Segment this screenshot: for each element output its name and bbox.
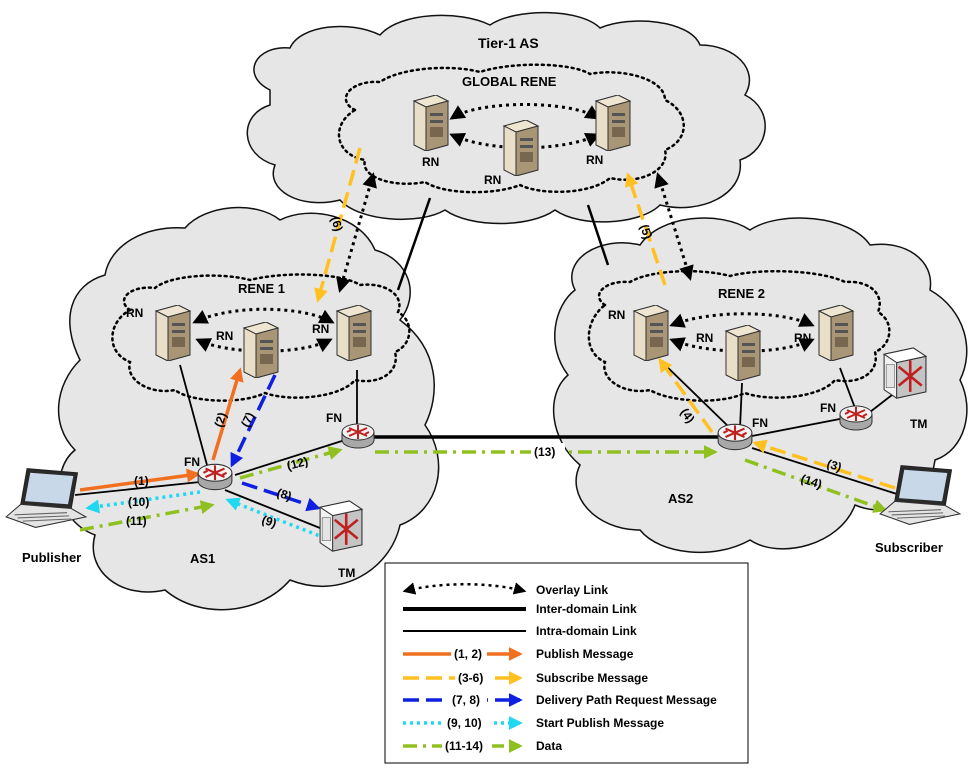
delivery-msg-8: [241, 481, 321, 512]
fn-label: FN: [752, 416, 768, 430]
rn-label: RN: [608, 308, 625, 322]
global-rene-overlay: [337, 63, 685, 194]
tm-box-icon: [318, 499, 364, 552]
intra-link-fn3-rn2: [739, 382, 743, 429]
step-9-label: (9): [260, 513, 278, 531]
fn-router-icon: [717, 423, 753, 451]
as2-cloud: [552, 217, 968, 554]
intra-link-fn1-tm: [224, 489, 331, 533]
intra-link-fn3-fn4: [751, 417, 846, 437]
step-1-label: (1): [134, 474, 149, 488]
legend-data-label: Data: [536, 739, 562, 753]
subscribe-msg-4: [658, 357, 714, 434]
rn-label: RN: [216, 329, 233, 343]
rn-label: RN: [312, 322, 329, 336]
subscribe-msg-5: [624, 172, 667, 286]
data-11: [79, 500, 215, 532]
tier1-as2-link: [586, 204, 610, 266]
start-publish-msg-10: [85, 490, 201, 514]
publisher-label: Publisher: [22, 550, 81, 565]
fn-router-icon: [341, 423, 375, 449]
rn-label: RN: [586, 153, 603, 167]
legend-overlay-swatch: [402, 582, 527, 595]
rn-label: RN: [126, 306, 143, 320]
global-rene-label: GLOBAL RENE: [462, 74, 557, 89]
rn-label: RN: [484, 173, 501, 187]
as1-label: AS1: [190, 551, 215, 566]
step-11-label: (11): [126, 514, 147, 528]
tm-label: TM: [910, 417, 927, 431]
step-14-label: (14): [799, 472, 824, 492]
rn-server-icon: [155, 305, 191, 361]
rn-label: RN: [422, 155, 439, 169]
fn-label: FN: [820, 401, 836, 415]
tier1-as1-link: [396, 197, 432, 291]
rene2-label: RENE 2: [718, 286, 765, 301]
rn-server-icon: [818, 305, 854, 361]
step-8-label: (8): [275, 486, 293, 504]
step-10-label: (10): [128, 495, 149, 509]
legend-intra-label: Intra-domain Link: [536, 624, 637, 638]
rene1-overlay: [111, 273, 411, 402]
intra-link-fn4-rn: [839, 367, 856, 409]
step-12-label: (12): [285, 454, 309, 473]
subscribe-msg-3: [752, 439, 896, 490]
legend-publish-label: Publish Message: [536, 647, 634, 661]
step-4-label: (4): [678, 406, 698, 426]
tm-box-icon: [882, 346, 928, 399]
subscribe-msg-6: [314, 147, 362, 303]
intra-link-fn1-fn2: [234, 439, 346, 476]
step-7-label: (7): [238, 410, 257, 429]
legend-start-num: (9, 10): [447, 716, 482, 730]
intra-link-fn4-tm: [869, 394, 893, 413]
legend-delivery-label: Delivery Path Request Message: [536, 693, 717, 707]
intra-link-fn1-rn: [179, 364, 208, 466]
rn-server-icon: [413, 95, 449, 151]
rn-server-icon: [725, 325, 761, 381]
tier1-label: Tier-1 AS: [478, 35, 539, 51]
legend-subscribe-num: (3-6): [458, 671, 483, 685]
fn-label: FN: [326, 411, 342, 425]
legend-data-num: (11-14): [445, 739, 483, 753]
step-3-label: (3): [825, 457, 843, 475]
rn-server-icon: [243, 322, 279, 378]
step-5-label: (5): [637, 223, 655, 241]
legend-overlay-label: Overlay Link: [536, 583, 608, 597]
rn-label: RN: [794, 331, 811, 345]
rene1-label: RENE 1: [238, 281, 285, 296]
fn-router-icon: [839, 405, 873, 431]
rene2-overlay: [587, 269, 891, 402]
legend-publish-num: (1, 2): [454, 647, 482, 661]
legend-delivery-num: (7, 8): [452, 693, 480, 707]
publish-msg-1: [79, 468, 201, 492]
intra-link-publisher: [74, 481, 201, 496]
delivery-msg-7: [230, 374, 277, 468]
legend-start-label: Start Publish Message: [536, 716, 664, 730]
rn-server-icon: [633, 305, 669, 361]
legend: Overlay Link Inter-domain Link Intra-dom…: [384, 562, 749, 764]
rn-server-icon: [595, 95, 631, 151]
intra-link-subscriber: [751, 447, 901, 496]
rn-server-icon: [503, 120, 539, 176]
overlay-links: [192, 103, 815, 353]
data-12: [239, 446, 343, 480]
legend-inter-label: Inter-domain Link: [536, 602, 637, 616]
tm-label: TM: [338, 566, 355, 580]
legend-subscribe-label: Subscribe Message: [536, 671, 648, 685]
publish-msg-2: [211, 367, 244, 461]
rn-label: RN: [696, 331, 713, 345]
step-2-label: (2): [212, 411, 230, 429]
fn-label: FN: [184, 455, 200, 469]
rn-server-icon: [336, 305, 372, 361]
step-13-label: (13): [534, 445, 555, 459]
as1-cloud: [57, 206, 440, 611]
step-labels: (1) (2) (3) (4) (5) (6) (7) (8) (9) (10)…: [126, 215, 843, 530]
data-14: [744, 458, 888, 513]
subscriber-label: Subscriber: [875, 540, 943, 555]
start-publish-msg-9: [225, 497, 326, 540]
step-6-label: (6): [328, 215, 346, 233]
as2-label: AS2: [668, 491, 693, 506]
fn-router-icon: [197, 463, 233, 491]
